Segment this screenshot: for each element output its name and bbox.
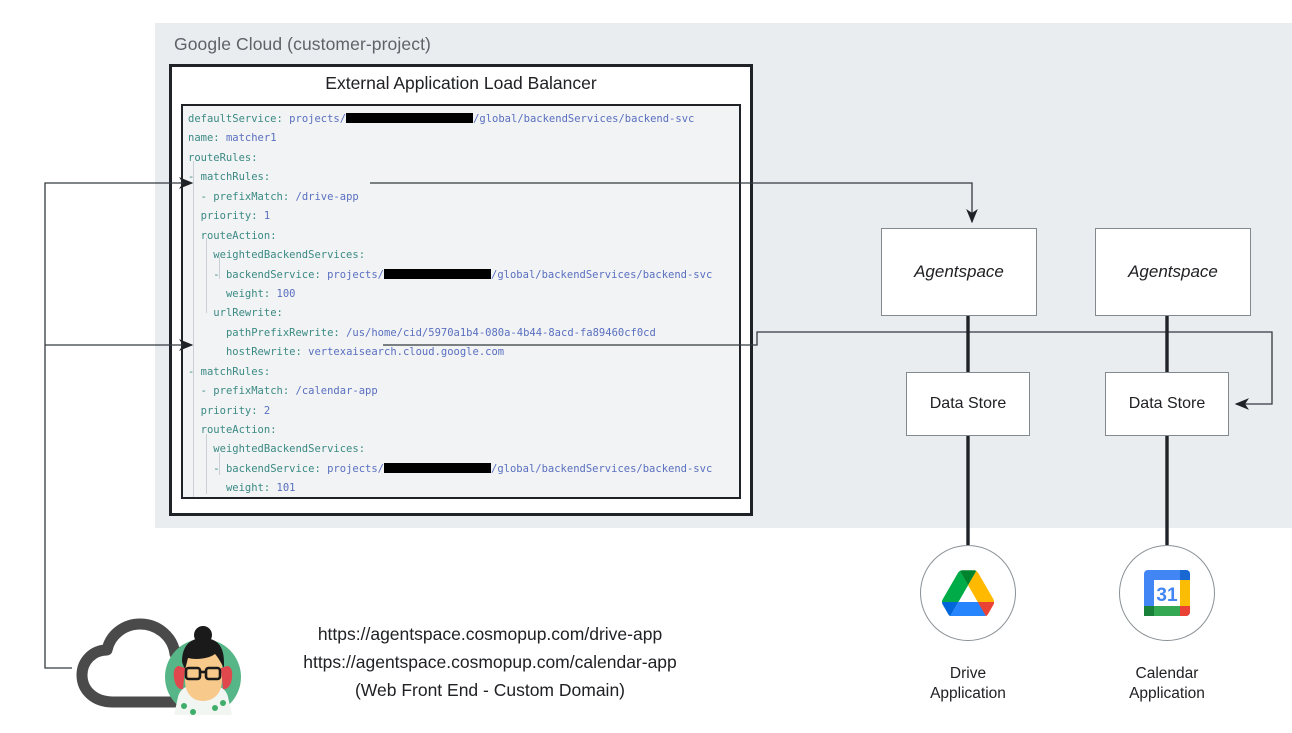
yaml-line: hostRewrite: vertexaisearch.cloud.google… (225, 346, 505, 359)
google-cloud-region-label: Google Cloud (customer-project) (174, 34, 431, 54)
drive-caption-line1: Drive (949, 665, 987, 682)
calendar-caption-line1: Calendar (1135, 665, 1199, 682)
data-store-calendar: Data Store (1105, 372, 1229, 436)
calendar-caption-line2: Application (1129, 685, 1205, 702)
yaml-line: priority: 1 (200, 210, 271, 223)
front-end-urls: https://agentspace.cosmopup.com/drive-ap… (230, 620, 750, 704)
redacted-project-id (384, 268, 492, 279)
yaml-line: weight: 101 (225, 482, 296, 495)
agentspace-1-label: Agentspace (914, 262, 1004, 281)
yaml-indent-guide (219, 453, 220, 475)
agentspace-node-calendar: Agentspace (1095, 228, 1251, 316)
yaml-line: - backendService: projects//global/backe… (213, 268, 713, 281)
agentspace-2-label: Agentspace (1128, 262, 1218, 281)
yaml-line: routeAction: (200, 424, 277, 436)
drive-application-caption: Drive Application (873, 664, 1063, 704)
yaml-line: priority: 2 (200, 404, 271, 417)
url-drive-app: https://agentspace.cosmopup.com/drive-ap… (317, 624, 663, 644)
datastore-2-label: Data Store (1128, 395, 1206, 412)
yaml-line: routeAction: (200, 229, 277, 242)
yaml-line: - backendService: projects//global/backe… (213, 462, 713, 475)
yaml-line-drive-app: - prefixMatch: /drive-app (188, 190, 359, 203)
front-end-note: (Web Front End - Custom Domain) (354, 680, 626, 700)
calendar-application-caption: Calendar Application (1072, 664, 1262, 704)
yaml-line: routeRules: (188, 151, 258, 164)
yaml-line: urlRewrite: (213, 307, 283, 320)
yaml-line: - matchRules: (188, 365, 271, 378)
yaml-line: weightedBackendServices: (213, 249, 366, 262)
url-map-yaml-panel: defaultService: projects//global/backend… (181, 104, 741, 499)
yaml-line: - matchRules: (188, 171, 271, 184)
calendar-application-icon-circle: 31 (1119, 545, 1215, 641)
data-store-drive: Data Store (906, 372, 1030, 436)
redacted-project-id (346, 113, 474, 123)
yaml-code-lines: defaultService: projects//global/backend… (188, 110, 713, 497)
yaml-indent-guide (206, 434, 207, 494)
yaml-line: pathPrefixRewrite: /us/home/cid/5970a1b4… (225, 326, 656, 339)
calendar-day-number: 31 (1156, 585, 1178, 606)
yaml-line: name: matcher1 (188, 132, 277, 145)
yaml-indent-guide (193, 161, 194, 497)
yaml-indent-guide (206, 238, 207, 313)
load-balancer-title: External Application Load Balancer (325, 73, 597, 93)
yaml-line-calendar-app: - prefixMatch: /calendar-app (188, 385, 378, 398)
agentspace-node-drive: Agentspace (881, 228, 1037, 316)
redacted-project-id (384, 462, 492, 473)
drive-application-icon-circle (920, 545, 1016, 641)
yaml-line: weightedBackendServices: (213, 443, 366, 456)
datastore-1-label: Data Store (929, 395, 1007, 412)
url-calendar-app: https://agentspace.cosmopup.com/calendar… (303, 652, 677, 672)
yaml-line: weight: 100 (225, 287, 296, 300)
drive-caption-line2: Application (930, 685, 1006, 702)
yaml-line: defaultService: projects//global/backend… (188, 113, 695, 125)
yaml-indent-guide (219, 257, 220, 279)
google-calendar-icon: 31 (1144, 570, 1190, 616)
google-drive-icon (942, 570, 994, 616)
